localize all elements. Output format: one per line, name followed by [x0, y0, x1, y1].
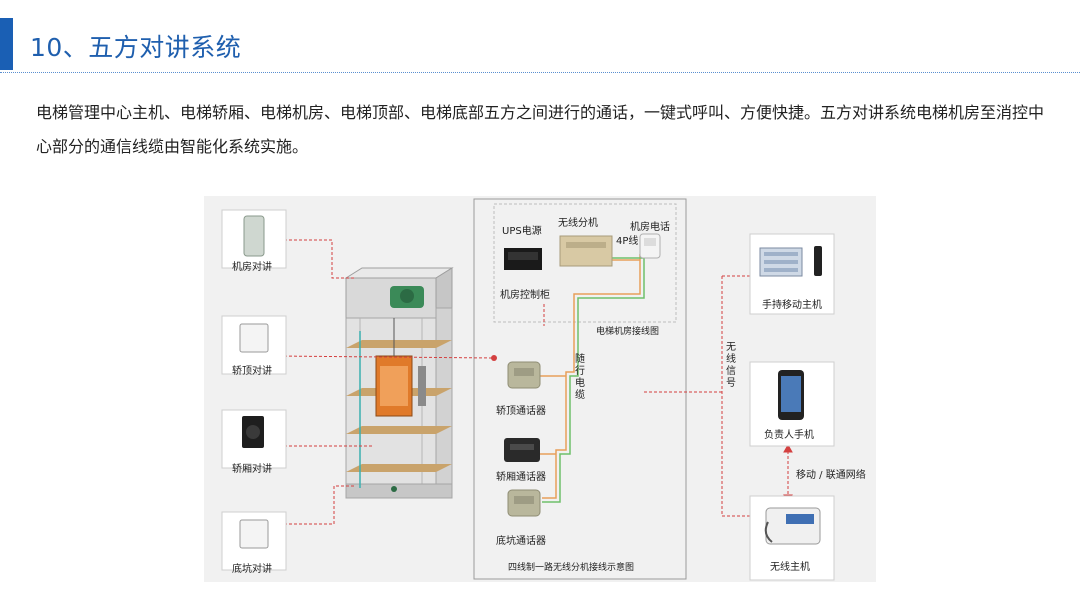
network-label: 移动 / 联通网络	[796, 470, 866, 481]
elevator-shaft-illustration	[344, 267, 454, 499]
wireless-signal-label: 无线信号	[726, 342, 736, 389]
description-paragraph: 电梯管理中心主机、电梯轿厢、电梯机房、电梯顶部、电梯底部五方之间进行的通话，一键…	[36, 103, 1045, 156]
travel-cable	[540, 252, 645, 503]
travel-cable-label: 随行电缆	[575, 354, 585, 401]
wiring-diagram-caption: 四线制一路无线分机接线示意图	[508, 563, 635, 573]
ups-label: UPS电源	[502, 226, 542, 237]
car-communicator-icon	[504, 438, 540, 462]
pit-intercom-icon	[239, 519, 269, 549]
machine-room-intercom-icon	[243, 215, 265, 257]
wiring-diagram-frame	[473, 198, 687, 580]
page-title: 10、五方对讲系统	[30, 33, 242, 62]
machine-room-wiring-caption: 电梯机房接线图	[596, 327, 660, 337]
four-p-wire-label: 4P线	[616, 236, 639, 247]
communicator-label: 底坑通话器	[496, 536, 546, 547]
device-label: 轿顶对讲	[232, 366, 272, 377]
buffer-icon	[391, 486, 397, 492]
communicator-label: 轿厢通话器	[496, 472, 546, 483]
room-phone-label: 机房电话	[630, 222, 670, 233]
car-top-intercom-icon	[239, 323, 269, 353]
machine-room-frame	[493, 203, 677, 323]
device-label: 轿厢对讲	[232, 464, 272, 475]
building-with-handset-icon	[759, 246, 822, 277]
device-label: 无线主机	[770, 562, 810, 573]
title-divider	[0, 72, 1080, 73]
network-arrows	[783, 443, 793, 504]
device-label: 底坑对讲	[232, 564, 272, 575]
manager-phone-icon	[778, 370, 804, 420]
device-label: 机房对讲	[232, 262, 272, 273]
communicator-label: 轿顶通话器	[496, 406, 546, 417]
intercom-signal-lines	[273, 239, 752, 525]
control-cabinet-label: 机房控制柜	[500, 290, 550, 301]
diagram-graphics	[221, 198, 835, 581]
device-label: 手持移动主机	[762, 300, 822, 311]
title-accent-bar	[0, 18, 13, 70]
device-label: 负责人手机	[764, 430, 814, 441]
pit-communicator-icon	[507, 489, 541, 517]
car-top-communicator-icon	[507, 361, 541, 389]
five-way-intercom-diagram: 机房对讲 轿顶对讲 轿厢对讲 底坑对讲 UPS电源 无线分机 机房电话 4P线 …	[204, 196, 876, 582]
wireless-host-icon	[764, 507, 821, 545]
wireless-extension-label: 无线分机	[558, 218, 598, 229]
wireless-extension-icon	[559, 235, 613, 267]
